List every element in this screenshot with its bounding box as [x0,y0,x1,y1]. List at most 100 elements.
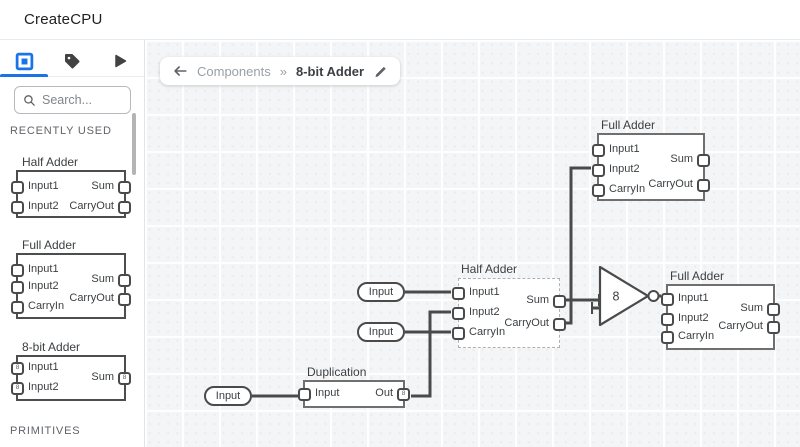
port-input2[interactable] [11,280,24,294]
bus-width: 8 [401,389,406,397]
sidebar-scrollbar[interactable] [132,113,136,175]
port-label: Input1 [469,286,500,298]
port-label: CarryOut [718,320,763,332]
port-carryout[interactable] [767,320,780,334]
library-8bit-adder[interactable]: 8-bit Adder 8 Input1 8 Input2 8 Sum [11,340,131,401]
edit-name-button[interactable] [373,64,388,79]
component-title: Full Adder [601,118,656,132]
port-carryout[interactable] [553,317,566,331]
port-input1[interactable] [452,286,465,300]
port-sum[interactable] [553,294,566,308]
port-label: Input2 [28,200,59,212]
library-component-title: 8-bit Adder [22,340,81,354]
tab-components[interactable] [0,46,48,76]
port-out-bus8[interactable]: 8 [397,387,410,401]
component-duplication[interactable]: Duplication Input 8 Out [298,365,410,408]
port-label: CarryOut [69,200,114,212]
component-title: Duplication [307,365,367,379]
wires-layer: 8 [252,166,661,398]
port-label: Sum [91,371,114,383]
back-arrow-icon [174,66,187,76]
search-box[interactable] [14,86,131,114]
tab-divider [0,76,144,77]
pencil-icon [375,66,386,77]
port-label: Input2 [678,312,709,324]
port-sum[interactable] [697,153,710,167]
input-pin-label: Input [368,326,394,338]
circuit-canvas[interactable]: 8 Components » 8-bit Adder [145,40,800,447]
port-label: Input2 [609,163,640,175]
not-gate[interactable]: 8 [598,265,660,327]
port-label: Out [375,387,393,399]
search-input[interactable] [42,93,122,107]
port-input[interactable] [298,387,311,401]
port-label: CarryIn [609,183,646,195]
component-sidebar: RECENTLY USED Half Adder Input1 Input2 S… [0,40,145,447]
port-sum[interactable] [118,180,131,194]
port-carryin[interactable] [592,183,605,197]
port-carryout[interactable] [118,292,131,306]
port-label: Input [315,387,340,399]
port-carryout[interactable] [118,200,131,214]
port-label: Sum [740,302,763,314]
tab-simulate[interactable] [96,46,144,76]
bus-width: 8 [122,373,127,381]
port-label: CarryIn [28,300,65,312]
breadcrumb-separator: » [279,63,287,79]
port-sum[interactable] [118,273,131,287]
port-input2[interactable] [11,200,24,214]
input-pin[interactable]: Input [204,386,252,406]
port-carryout[interactable] [697,178,710,192]
component-full-adder-right[interactable]: Full Adder Input1 Input2 CarryIn Sum Car… [661,269,780,350]
port-sum-bus8[interactable]: 8 [118,371,131,385]
breadcrumb: Components » 8-bit Adder [160,57,401,85]
port-label: CarryOut [504,317,549,329]
port-input1[interactable] [11,180,24,194]
port-input2[interactable] [661,312,674,326]
input-pin-label: Input [368,286,394,298]
port-input2-bus8[interactable]: 8 [11,381,24,395]
port-carryin[interactable] [452,326,465,340]
page-title: CreateCPU [24,11,103,28]
input-pin-label: Input [215,390,241,402]
play-icon [115,54,127,68]
component-title: Full Adder [670,269,725,283]
not-gate-triangle[interactable] [598,265,650,327]
back-button[interactable] [172,63,188,79]
port-label: CarryIn [469,326,506,338]
top-bar: CreateCPU [0,0,800,40]
port-label: Sum [670,153,693,165]
port-input2[interactable] [452,306,465,320]
bus-width: 8 [15,383,20,391]
port-sum[interactable] [767,302,780,316]
component-full-adder-top[interactable]: Full Adder Input1 Input2 CarryIn Sum Car… [592,118,710,201]
input-pin[interactable]: Input [357,322,405,342]
port-input2[interactable] [592,163,605,177]
port-label: CarryOut [648,178,693,190]
port-label: Input1 [28,180,59,192]
wire-carryout-to-fulladder-top[interactable] [566,166,591,325]
port-input1[interactable] [11,263,24,277]
port-carryin[interactable] [11,300,24,314]
port-carryin[interactable] [661,330,674,344]
port-label: Input1 [28,361,59,373]
port-label: Input2 [28,381,59,393]
library-half-adder[interactable]: Half Adder Input1 Input2 Sum CarryOut [11,155,131,218]
input-pin[interactable]: Input [357,282,405,302]
component-half-adder[interactable]: Half Adder Input1 Input2 CarryIn Sum Car… [452,262,566,348]
port-label: Sum [91,273,114,285]
port-input1[interactable] [592,143,605,157]
breadcrumb-components[interactable]: Components [197,63,271,79]
library-full-adder[interactable]: Full Adder Input1 Input2 CarryIn Sum Car… [11,238,131,319]
not-gate-bus-label: 8 [613,290,620,304]
port-input1[interactable] [661,292,674,306]
tab-tags[interactable] [48,46,96,76]
port-label: Sum [91,180,114,192]
wire-duplication-to-input2[interactable] [411,310,451,398]
breadcrumb-current: 8-bit Adder [295,63,365,79]
port-input1-bus8[interactable]: 8 [11,361,24,375]
not-gate-bubble[interactable] [647,290,660,302]
port-label: Input2 [469,306,500,318]
section-primitives: PRIMITIVES [10,425,81,437]
